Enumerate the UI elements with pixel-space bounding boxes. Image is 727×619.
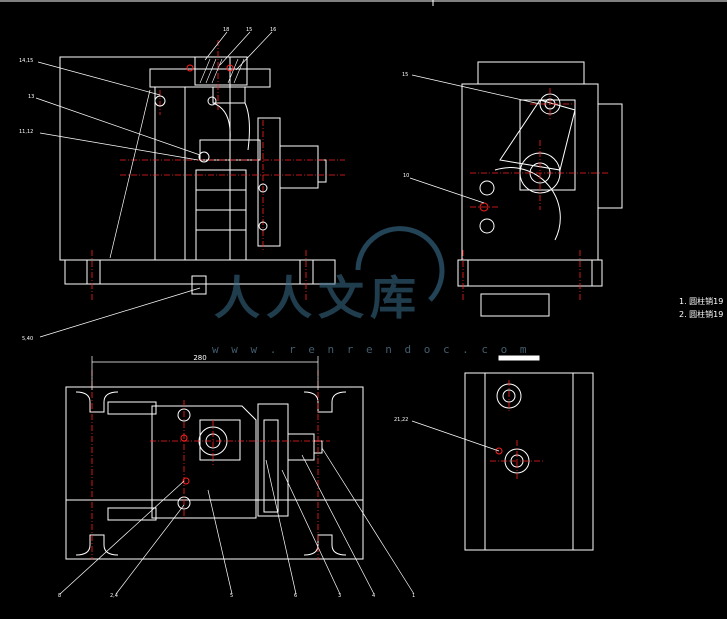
front-view-centerlines bbox=[91, 40, 345, 300]
side-view bbox=[457, 61, 623, 317]
front-view-holes bbox=[154, 64, 268, 231]
plan-view-leaders bbox=[59, 447, 415, 595]
balloon-label: 14,15 bbox=[19, 58, 33, 64]
watermark-url: w w w . r e n r e n d o c . c o m bbox=[212, 343, 530, 356]
balloon-label: 15 bbox=[246, 27, 252, 33]
detail-view bbox=[464, 355, 594, 551]
front-view bbox=[59, 56, 336, 295]
detail-view-centerlines bbox=[490, 380, 545, 480]
balloon-label: 16 bbox=[270, 27, 276, 33]
side-view-leaders bbox=[409, 74, 541, 204]
tech-note-2: 2. 圆柱销19 bbox=[679, 310, 724, 319]
side-view-centerlines bbox=[462, 88, 610, 300]
balloon-label: 18 bbox=[223, 27, 229, 33]
plan-view bbox=[65, 386, 364, 560]
watermark-logo-icon bbox=[355, 226, 445, 302]
balloon-label: 5 bbox=[230, 593, 233, 599]
tech-note-1: 1. 圆柱销19 bbox=[679, 297, 724, 306]
balloon-label: 8 bbox=[58, 593, 61, 599]
balloon-label: 5,40 bbox=[22, 336, 33, 342]
balloon-label: 11,12 bbox=[19, 129, 33, 135]
drawing-frame bbox=[0, 0, 727, 6]
balloon-label: 10 bbox=[403, 173, 409, 179]
dimension-width-label: 280 bbox=[193, 354, 206, 362]
balloon-label: 15 bbox=[402, 72, 408, 78]
plan-view-dimension bbox=[91, 356, 319, 390]
balloon-label: 4 bbox=[372, 593, 375, 599]
balloon-label: 2,4 bbox=[110, 593, 118, 599]
balloon-label: 6 bbox=[294, 593, 297, 599]
balloon-label: 21,22 bbox=[394, 417, 408, 423]
plan-view-centerlines bbox=[91, 370, 330, 560]
balloon-label: 3 bbox=[338, 593, 341, 599]
balloon-label: 13 bbox=[28, 94, 34, 100]
front-view-leaders bbox=[35, 31, 273, 338]
balloon-labels: 18 15 16 14,15 13 11,12 5,40 15 10 8 2,4… bbox=[19, 27, 415, 599]
watermark-text: 人人文库 bbox=[214, 271, 422, 325]
front-view-hatch bbox=[199, 58, 245, 84]
balloon-label: 1 bbox=[412, 593, 415, 599]
detail-view-leader bbox=[411, 420, 500, 452]
